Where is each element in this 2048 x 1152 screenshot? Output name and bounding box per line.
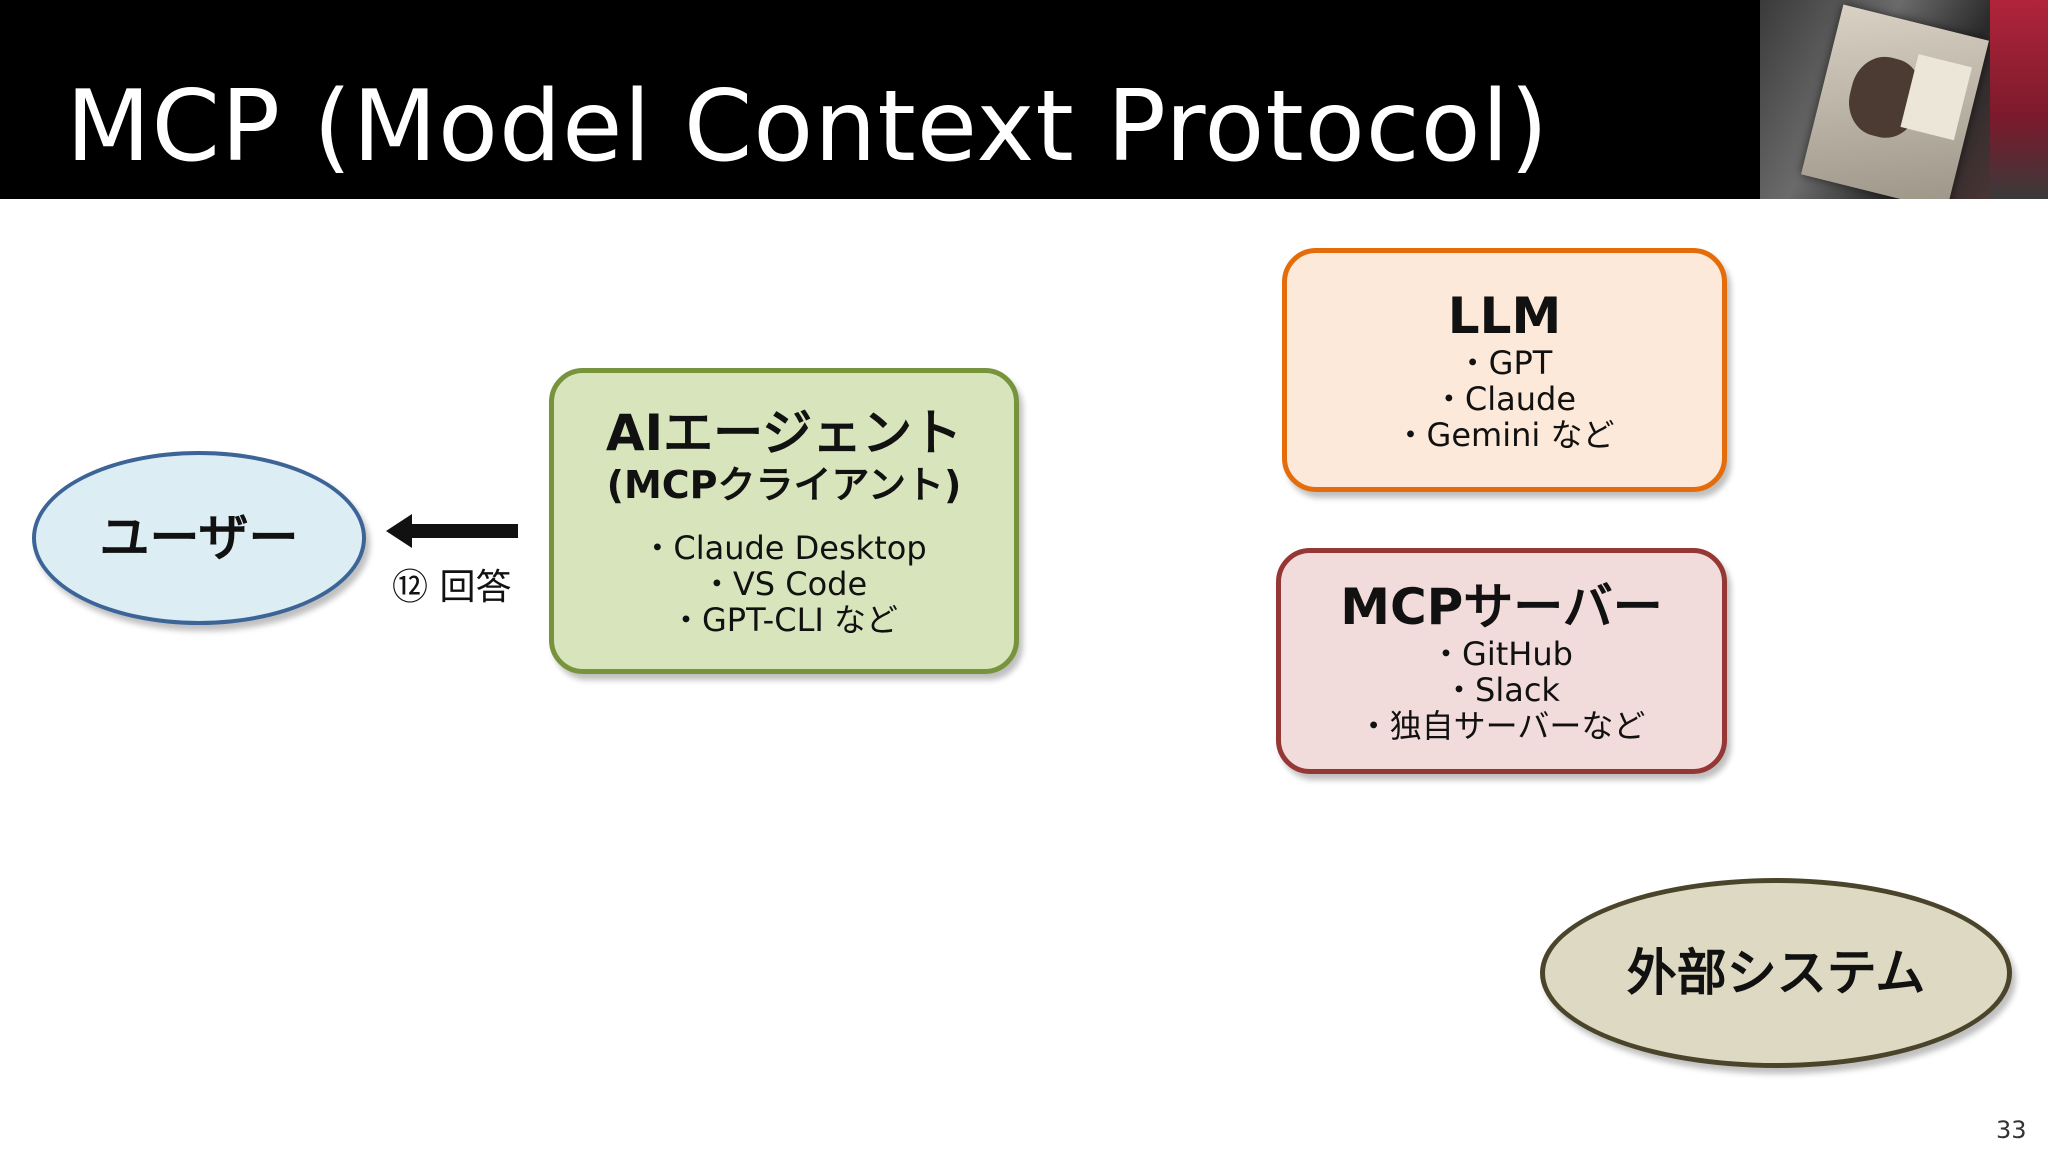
answer-step-label: ⑫ 回答	[392, 567, 512, 608]
ai-agent-item: ・GPT-CLI など	[669, 601, 899, 639]
ai-agent-item: ・VS Code	[700, 565, 868, 603]
page-number: 33	[1996, 1116, 2027, 1144]
llm-item: ・Gemini など	[1394, 416, 1615, 454]
ai-agent-item: ・Claude Desktop	[641, 529, 927, 567]
photo-accent	[1990, 0, 2048, 199]
external-system-label: 外部システム	[1626, 944, 1926, 1002]
title-bar: MCP (Model Context Protocol)	[0, 0, 2048, 199]
external-system-node: 外部システム	[1540, 878, 2012, 1068]
mcp-server-item: ・独自サーバーなど	[1357, 707, 1646, 745]
mcp-server-node: MCPサーバー ・GitHub ・Slack ・独自サーバーなど	[1276, 548, 1727, 774]
user-label: ユーザー	[99, 509, 299, 567]
slide-title: MCP (Model Context Protocol)	[66, 70, 1550, 184]
ai-agent-title: AIエージェント	[605, 404, 963, 462]
user-node: ユーザー	[32, 451, 366, 625]
speaker-photo	[1760, 0, 2048, 199]
mcp-server-title: MCPサーバー	[1340, 578, 1663, 636]
llm-item: ・GPT	[1456, 344, 1553, 382]
ai-agent-subtitle: (MCPクライアント)	[606, 463, 962, 507]
ai-agent-node: AIエージェント (MCPクライアント) ・Claude Desktop ・VS…	[549, 368, 1019, 674]
mcp-server-item: ・GitHub	[1430, 635, 1573, 673]
llm-item: ・Claude	[1432, 380, 1577, 418]
answer-arrow-icon	[386, 514, 518, 548]
mcp-server-item: ・Slack	[1443, 671, 1560, 709]
llm-node: LLM ・GPT ・Claude ・Gemini など	[1282, 248, 1727, 492]
llm-title: LLM	[1447, 287, 1562, 345]
magazine-image	[1801, 4, 1989, 199]
